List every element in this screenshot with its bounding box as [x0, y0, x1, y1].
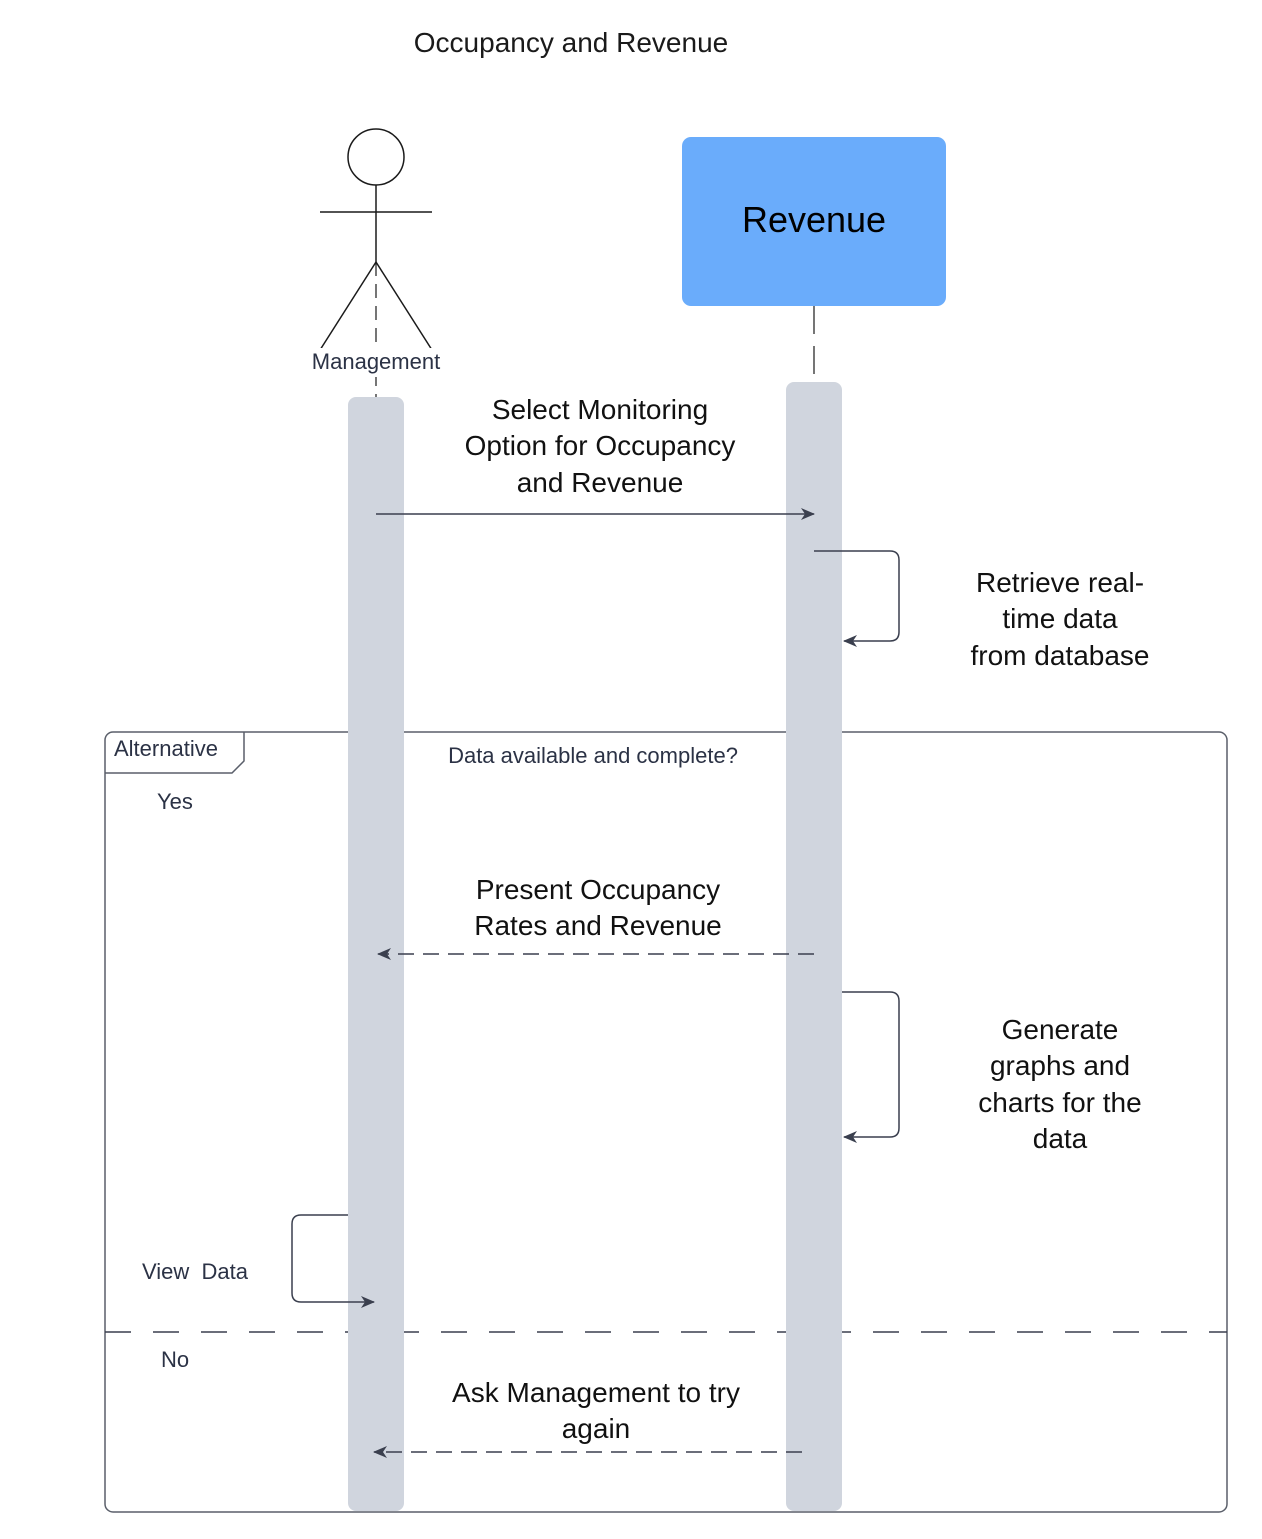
management-actor-label: Management: [311, 348, 441, 377]
alt-operator-tab: [105, 732, 245, 774]
ask-again-label: Ask Management to try again: [452, 1377, 740, 1445]
revenue-participant-label: Revenue: [741, 199, 887, 240]
alt-operator-label: Alternative: [114, 736, 218, 761]
retrieve-label: Retrieve real-time data from database: [970, 567, 1150, 671]
retrieve-self-arrow: [814, 550, 900, 647]
management-actor-icon: [319, 128, 433, 351]
select-option-label: Select Monitoring Option for Occupancy a…: [464, 394, 736, 498]
revenue-participant-box[interactable]: [682, 137, 946, 306]
view-data-label: View Data: [142, 1259, 248, 1284]
alt-condition-label: Data available and complete?: [444, 742, 742, 771]
generate-label: Generate graphs and charts for the data: [978, 1014, 1142, 1155]
guard-no-label: No: [161, 1347, 190, 1372]
view-data-self-arrow: [291, 1214, 375, 1308]
revenue-activation-bar: [786, 382, 842, 1511]
guard-yes-label: Yes: [157, 789, 193, 814]
diagram-title: Occupancy and Revenue: [413, 27, 729, 58]
present-label: Present Occupancy Rates and Revenue: [474, 874, 722, 942]
management-activation-bar: [348, 397, 404, 1511]
alt-fragment-frame: [104, 731, 1228, 1513]
generate-self-arrow: [842, 991, 900, 1143]
